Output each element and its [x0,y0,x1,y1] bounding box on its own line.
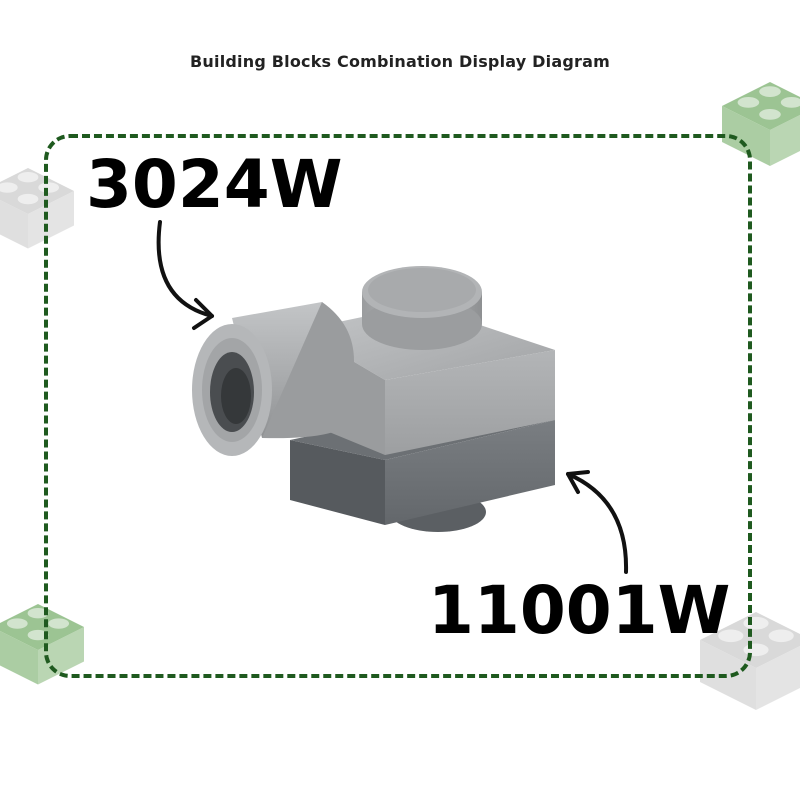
page-title: Building Blocks Combination Display Diag… [190,52,610,71]
arrow-icon [566,470,629,574]
part-label-3024w: 3024W [86,146,343,223]
part-label-11001w: 11001W [428,572,731,649]
arrow-icon [156,220,214,330]
part-3024w [192,266,555,456]
dashed-frame [44,134,752,678]
